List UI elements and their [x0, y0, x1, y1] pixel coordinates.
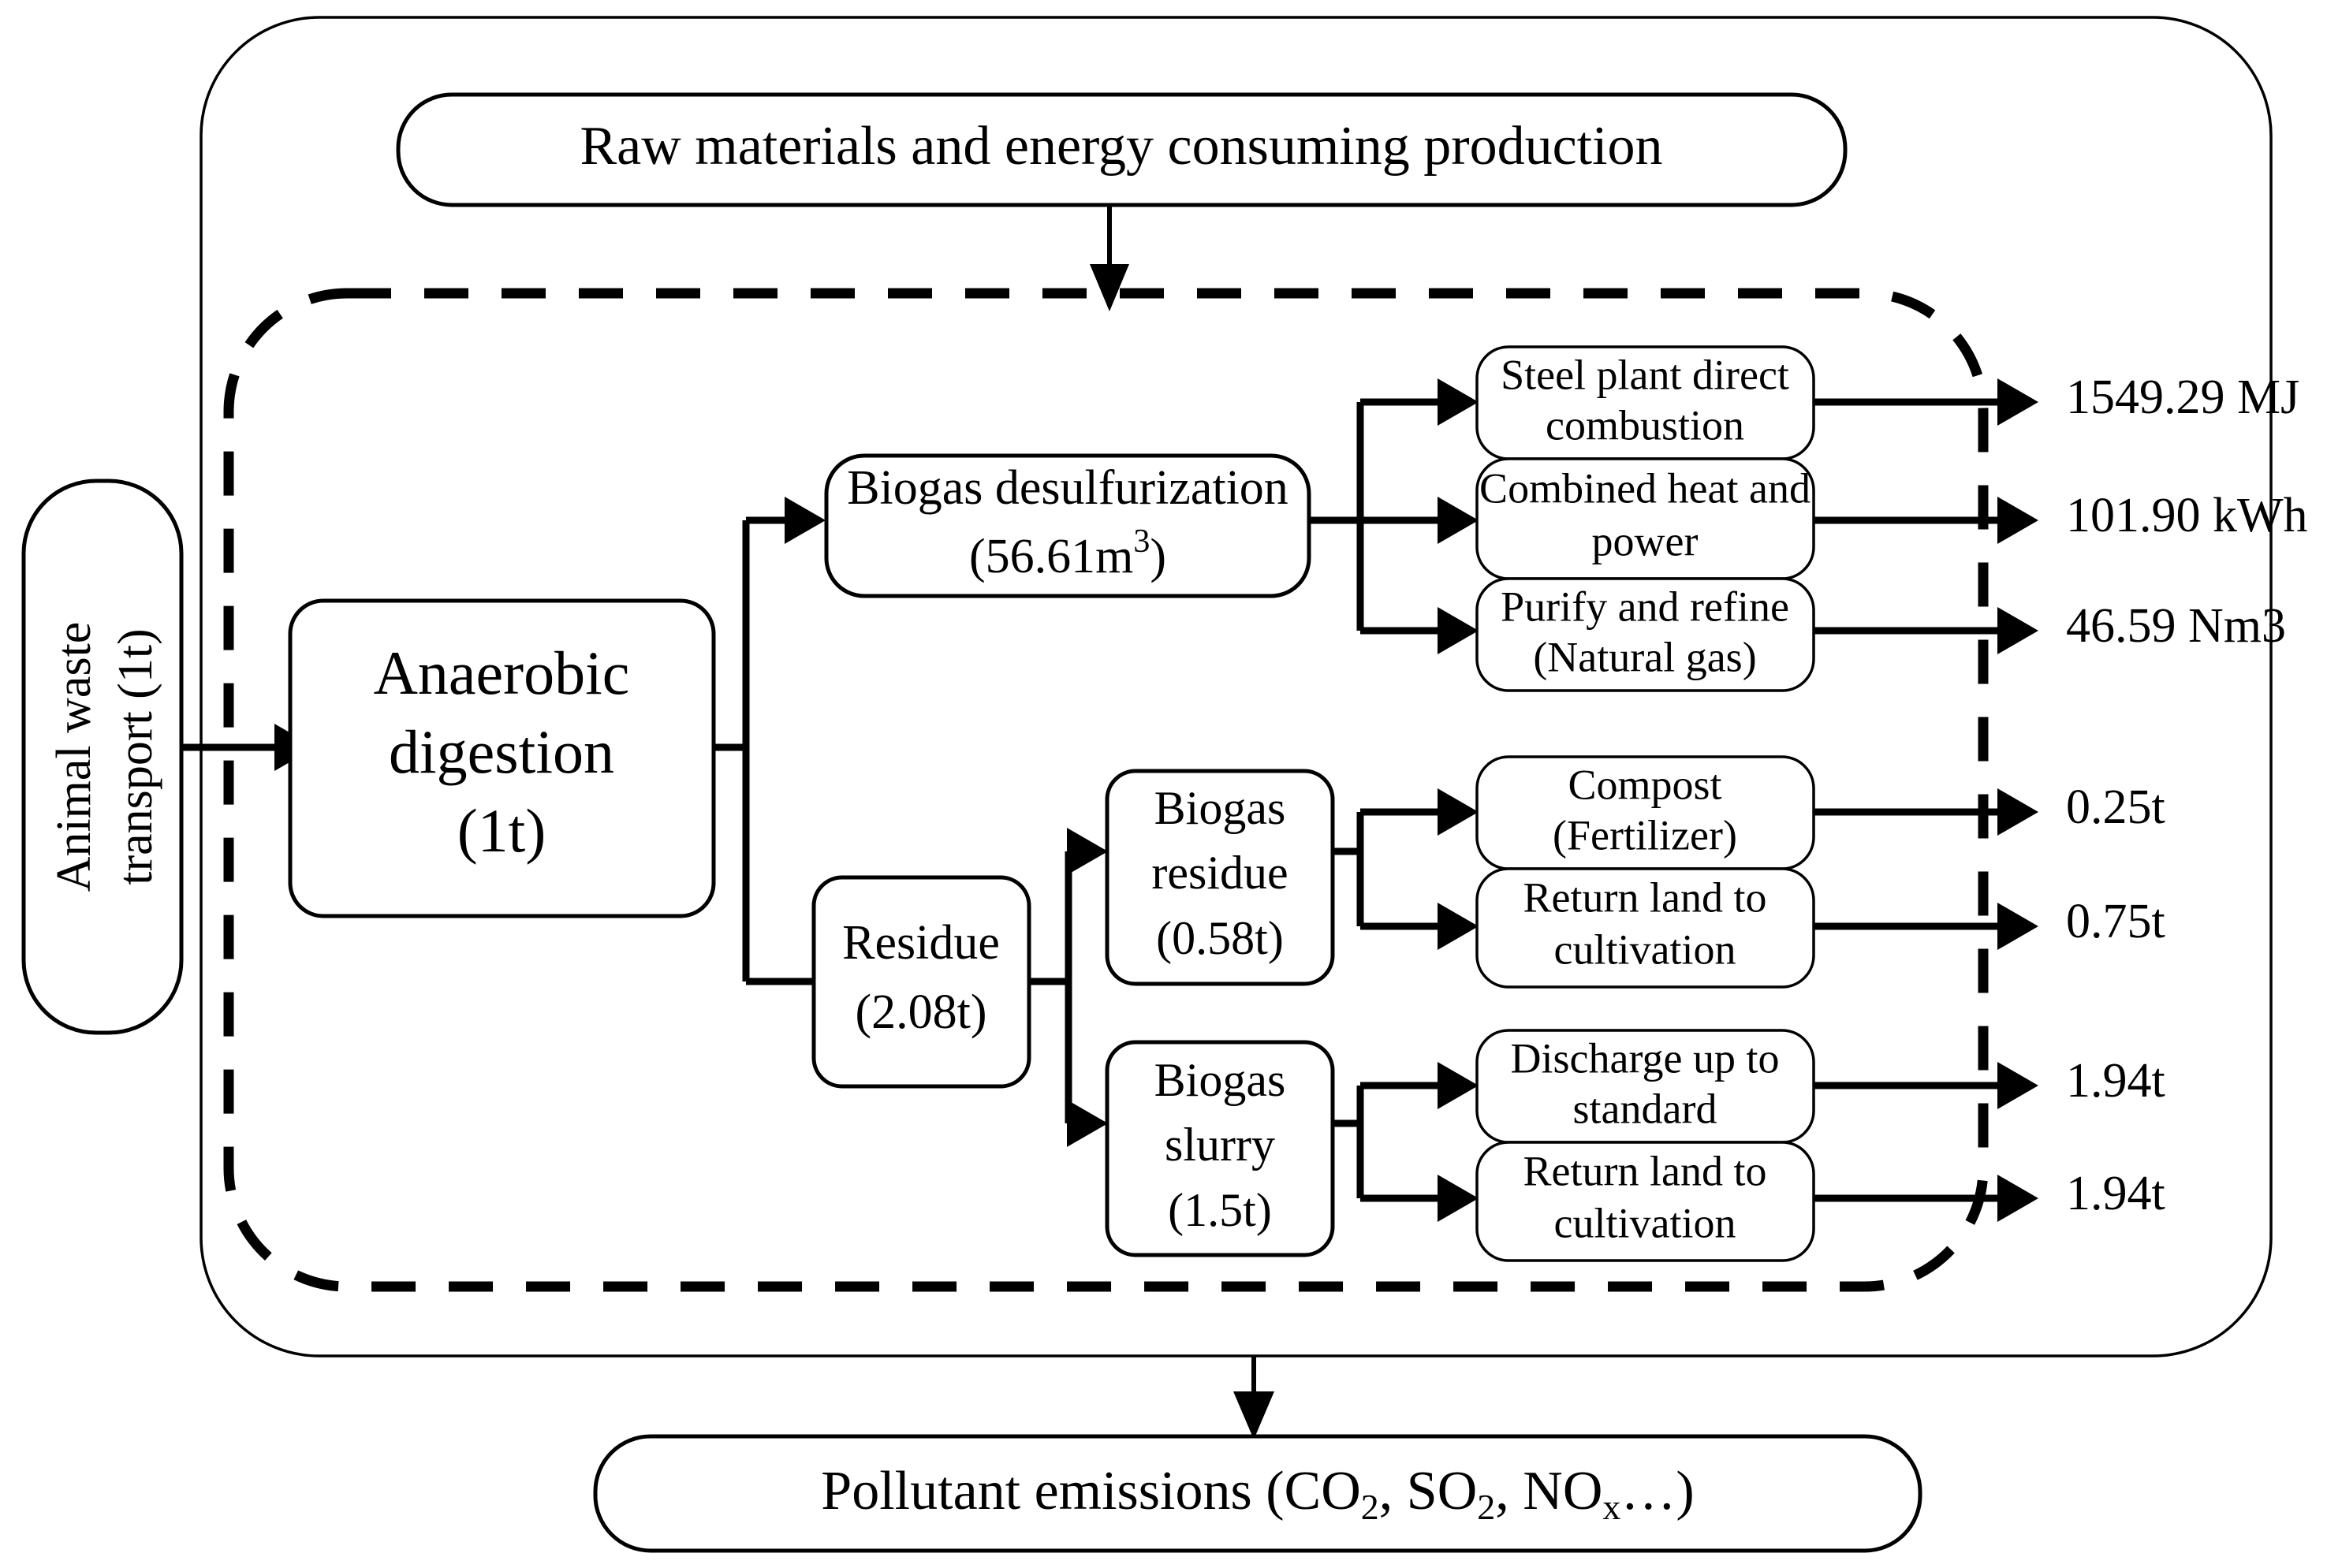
value-return-land-1: 0.75t — [2066, 895, 2165, 948]
biogas-residue-line3: (0.58t) — [1156, 912, 1284, 964]
discharge-line2: standard — [1573, 1085, 1717, 1132]
node-biogas-residue[interactable] — [1105, 769, 1335, 986]
compost-line2: (Fertilizer) — [1553, 811, 1737, 858]
value-return-land-2: 1.94t — [2066, 1167, 2165, 1220]
biogas-slurry-line2: slurry — [1165, 1119, 1275, 1171]
pollutant-mid2: , NO — [1495, 1461, 1602, 1521]
animal-waste-label-line1: Animal waste — [47, 622, 101, 892]
pollutant-prefix: Pollutant emissions (CO — [821, 1461, 1360, 1521]
residue-line1: Residue — [842, 916, 1000, 970]
arrowhead-chp — [1438, 497, 1479, 544]
arrowhead-biogas-residue — [1067, 828, 1108, 875]
purify-line2: (Natural gas) — [1533, 633, 1756, 680]
arrowhead-exit-purify — [1997, 607, 2038, 654]
return-land-2-line2: cultivation — [1554, 1199, 1736, 1246]
pollutant-sub2: 2 — [1477, 1487, 1495, 1527]
pollutant-emissions-label: Pollutant emissions (CO2, SO2, NOx…) — [821, 1461, 1694, 1527]
animal-waste-label-line2: transport (1t) — [109, 628, 162, 885]
discharge-line1: Discharge up to — [1511, 1034, 1780, 1082]
raw-materials-label: Raw materials and energy consuming produ… — [580, 116, 1662, 177]
arrowhead-exit-steel-plant — [1997, 378, 2038, 426]
anaerobic-digestion-line1: Anaerobic — [374, 639, 630, 707]
node-pollutant-emissions[interactable] — [593, 1434, 1922, 1553]
biogas-residue-line2: residue — [1151, 847, 1288, 899]
pollutant-mid1: , SO — [1379, 1461, 1477, 1521]
biogas-slurry-line3: (1.5t) — [1168, 1184, 1272, 1236]
value-chp: 101.90 kWh — [2066, 489, 2308, 542]
value-steel-plant: 1549.29 MJ — [2066, 371, 2299, 424]
arrowhead-compost — [1438, 788, 1479, 836]
arrowhead-desulfurization — [785, 497, 826, 544]
arrowhead-return-land-2 — [1438, 1175, 1479, 1222]
compost-line1: Compost — [1568, 761, 1721, 808]
biogas-slurry-line1: Biogas — [1154, 1054, 1286, 1106]
chp-line2: power — [1592, 517, 1699, 564]
biogas-residue-line1: Biogas — [1154, 782, 1286, 834]
arrowhead-biogas-slurry — [1067, 1100, 1108, 1147]
arrowhead-exit-discharge — [1997, 1062, 2038, 1109]
steel-plant-line1: Steel plant direct — [1501, 351, 1789, 398]
biogas-desulfurization-line1: Biogas desulfurization — [847, 461, 1288, 515]
biogas-desulfurization-line2: (56.61m3) — [969, 523, 1166, 584]
arrowhead-exit-return-land-2 — [1997, 1175, 2038, 1222]
node-anaerobic-digestion[interactable] — [288, 598, 716, 918]
arrowhead-exit-compost — [1997, 788, 2038, 836]
arrowhead-purify — [1438, 607, 1479, 654]
node-animal-waste-transport[interactable] — [21, 479, 184, 1035]
value-compost: 0.25t — [2066, 780, 2165, 834]
return-land-1-line1: Return land to — [1523, 873, 1767, 921]
desulf-volume-sup: 3 — [1133, 523, 1150, 560]
node-purify-and-refine[interactable] — [1475, 577, 1815, 692]
purify-line1: Purify and refine — [1501, 583, 1789, 630]
anaerobic-digestion-line3: (1t) — [457, 796, 546, 865]
desulf-volume-prefix: (56.61m — [969, 530, 1133, 583]
residue-line2: (2.08t) — [855, 985, 986, 1039]
value-discharge: 1.94t — [2066, 1054, 2165, 1108]
node-biogas-desulfurization[interactable] — [824, 453, 1311, 598]
arrowhead-pollutant — [1233, 1391, 1274, 1440]
node-return-land-cultivation-residue[interactable] — [1475, 867, 1815, 989]
pollutant-suffix: …) — [1620, 1461, 1694, 1521]
node-return-land-cultivation-slurry[interactable] — [1475, 1141, 1815, 1262]
anaerobic-digestion-line2: digestion — [389, 717, 614, 786]
arrowhead-exit-return-land-1 — [1997, 903, 2038, 950]
pollutant-sub1: 2 — [1361, 1487, 1379, 1527]
node-biogas-slurry[interactable] — [1105, 1040, 1335, 1257]
arrowhead-raw-materials — [1090, 264, 1129, 311]
value-purify: 46.59 Nm3 — [2066, 599, 2286, 653]
process-boundary-outline — [223, 288, 1989, 1292]
node-raw-materials[interactable] — [396, 92, 1848, 207]
pollutant-sub3: x — [1602, 1487, 1620, 1527]
arrowhead-discharge — [1438, 1062, 1479, 1109]
steel-plant-line2: combustion — [1546, 401, 1744, 449]
return-land-1-line2: cultivation — [1554, 926, 1736, 973]
arrowhead-steel-plant — [1438, 378, 1479, 426]
chp-line1: Combined heat and — [1479, 464, 1811, 512]
node-residue[interactable] — [811, 875, 1031, 1089]
return-land-2-line1: Return land to — [1523, 1147, 1767, 1194]
arrowhead-exit-chp — [1997, 497, 2038, 544]
desulf-volume-suffix: ) — [1150, 530, 1166, 583]
arrowhead-return-land-1 — [1438, 903, 1479, 950]
